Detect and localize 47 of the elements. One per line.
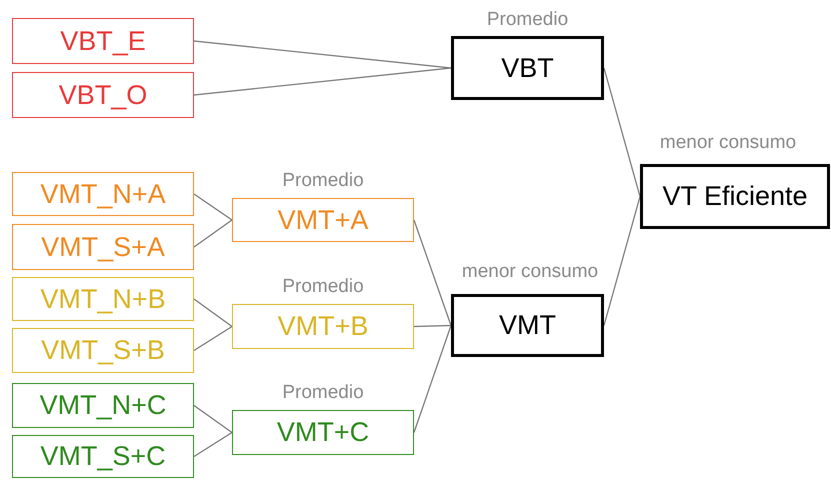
- connector-line: [194, 405, 232, 433]
- step-caption: menor consumo: [462, 260, 598, 284]
- process-box: [12, 18, 194, 64]
- node-label: VMT_N+A: [40, 180, 166, 208]
- process-box: [451, 294, 604, 357]
- node-label: VMT_N+C: [40, 392, 166, 419]
- connector-line: [194, 67, 452, 96]
- connector-line: [194, 40, 452, 69]
- connector-line: [414, 324, 452, 328]
- node-label: VMT_S+B: [41, 337, 165, 364]
- step-caption: Promedio: [282, 169, 364, 193]
- process-box: [232, 410, 414, 455]
- step-caption: Promedio: [282, 275, 364, 299]
- process-box: [12, 435, 194, 478]
- connector-line: [194, 298, 232, 327]
- process-box: [12, 224, 194, 270]
- step-caption: Promedio: [486, 8, 568, 32]
- node-label: VBT_O: [58, 82, 148, 108]
- node-label: VT Eficiente: [662, 183, 808, 210]
- node-label: VBT: [501, 54, 554, 82]
- node-label: VMT+A: [278, 206, 368, 234]
- node-label: VMT+B: [278, 313, 368, 340]
- connector-line: [194, 432, 232, 457]
- process-box: [232, 198, 414, 242]
- process-box: [12, 72, 194, 118]
- process-box: [232, 304, 414, 349]
- process-box: [640, 164, 830, 229]
- connector-line: [413, 220, 452, 326]
- connector-line: [194, 194, 232, 220]
- connector-line: [413, 325, 452, 433]
- connector-line: [603, 68, 641, 197]
- connector-line: [194, 220, 232, 248]
- node-label: VMT_N+B: [40, 286, 166, 312]
- node-label: VMT_S+A: [41, 234, 165, 260]
- node-label: VMT+C: [276, 419, 370, 446]
- process-box: [12, 172, 194, 216]
- process-box: [451, 36, 604, 100]
- process-box: [12, 328, 194, 373]
- node-label: VBT_E: [60, 28, 146, 54]
- connector-line: [194, 326, 232, 351]
- step-caption: menor consumo: [660, 131, 796, 155]
- process-box: [12, 383, 194, 428]
- node-label: VMT_S+C: [40, 443, 166, 470]
- process-box: [12, 277, 194, 321]
- step-caption: Promedio: [282, 381, 364, 405]
- connector-line: [603, 196, 641, 326]
- node-label: VMT: [499, 312, 556, 339]
